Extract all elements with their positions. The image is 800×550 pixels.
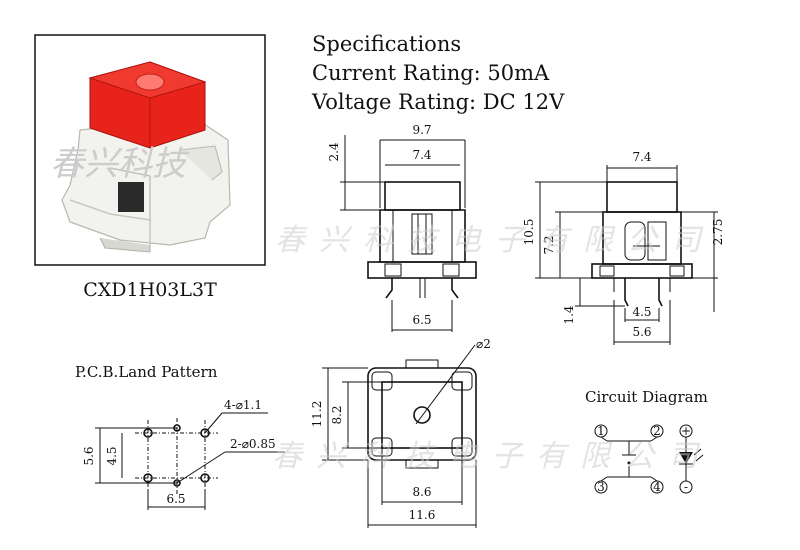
circuit-title: Circuit Diagram <box>585 388 708 406</box>
dim-top-outer-width: 11.6 <box>409 508 436 522</box>
cap-lens <box>135 73 165 91</box>
front-pin-right <box>451 278 459 299</box>
front-view: 9.7 7.4 2.4 6.5 <box>327 123 477 332</box>
side-cap <box>606 181 678 213</box>
dim-side-pin-outer: 5.6 <box>632 325 651 339</box>
dim-side-cap-width: 7.4 <box>632 150 651 164</box>
front-pin-left <box>385 278 393 299</box>
product-photo: 春兴科技 <box>34 34 266 266</box>
switch-gap <box>118 182 144 212</box>
pcb-title: P.C.B.Land Pattern <box>75 363 218 381</box>
led-symbol <box>679 452 693 464</box>
current-rating: Current Rating: 50mA <box>312 61 550 85</box>
voltage-rating: Voltage Rating: DC 12V <box>311 90 565 114</box>
dim-side-pin-inner: 4.5 <box>632 305 651 319</box>
pcb-land-pattern: P.C.B.Land Pattern 4-⌀1.1 2-⌀0.85 5.6 4.… <box>75 363 285 510</box>
model-number: CXD1H03L3T <box>83 279 217 301</box>
side-pin-right <box>658 278 663 307</box>
dim-side-total-height: 10.5 <box>522 219 536 246</box>
dim-front-pin-span: 6.5 <box>412 313 431 327</box>
dim-pcb-small-holes: 2-⌀0.85 <box>230 437 276 451</box>
circuit-led-plus-label: + <box>681 424 691 438</box>
circuit-pin-1-label: 1 <box>597 424 605 438</box>
dim-side-pin-length: 1.4 <box>562 305 576 324</box>
circuit-diagram: Circuit Diagram 1 2 3 4 + - <box>585 388 708 494</box>
dim-pcb-big-holes: 4-⌀1.1 <box>224 398 262 412</box>
dim-front-width: 9.7 <box>412 123 431 137</box>
dim-side-body-height: 7.2 <box>542 235 556 254</box>
dim-top-inner-height: 8.2 <box>330 405 344 424</box>
circuit-pin-4-label: 4 <box>653 480 661 494</box>
dim-side-led-height: 2.75 <box>711 219 725 246</box>
top-view: ⌀2 11.2 8.2 8.6 11.6 <box>310 337 491 528</box>
dim-pcb-row-inner: 4.5 <box>105 446 119 465</box>
dim-front-cap-height: 2.4 <box>327 142 341 161</box>
specs-heading: Specifications <box>312 32 461 56</box>
dim-front-cap-width: 7.4 <box>412 148 431 162</box>
circuit-led-minus-label: - <box>684 480 688 494</box>
side-pin-left <box>624 278 629 307</box>
dim-top-outer-height: 11.2 <box>310 401 324 428</box>
dim-top-hole: ⌀2 <box>476 337 491 351</box>
side-base <box>591 263 693 279</box>
front-cap <box>384 181 461 211</box>
watermark-top: 春兴科技电子有限公司 <box>275 223 715 258</box>
top-led-hole <box>413 406 431 424</box>
dim-pcb-row-outer: 5.6 <box>82 446 96 465</box>
circuit-pin-2-label: 2 <box>653 424 661 438</box>
dim-top-inner-width: 8.6 <box>412 485 431 499</box>
photo-watermark: 春兴科技 <box>50 144 190 184</box>
watermark-bottom: 春兴科技电子有限公司 <box>272 439 712 474</box>
specifications-block: Specifications Current Rating: 50mA Volt… <box>311 32 565 114</box>
side-view: 7.4 10.5 7.2 1.4 2.75 4.5 5.6 <box>522 150 725 345</box>
front-base <box>367 261 477 279</box>
top-cap <box>381 381 463 449</box>
circuit-pin-3-label: 3 <box>597 480 605 494</box>
dim-pcb-col: 6.5 <box>166 492 185 506</box>
